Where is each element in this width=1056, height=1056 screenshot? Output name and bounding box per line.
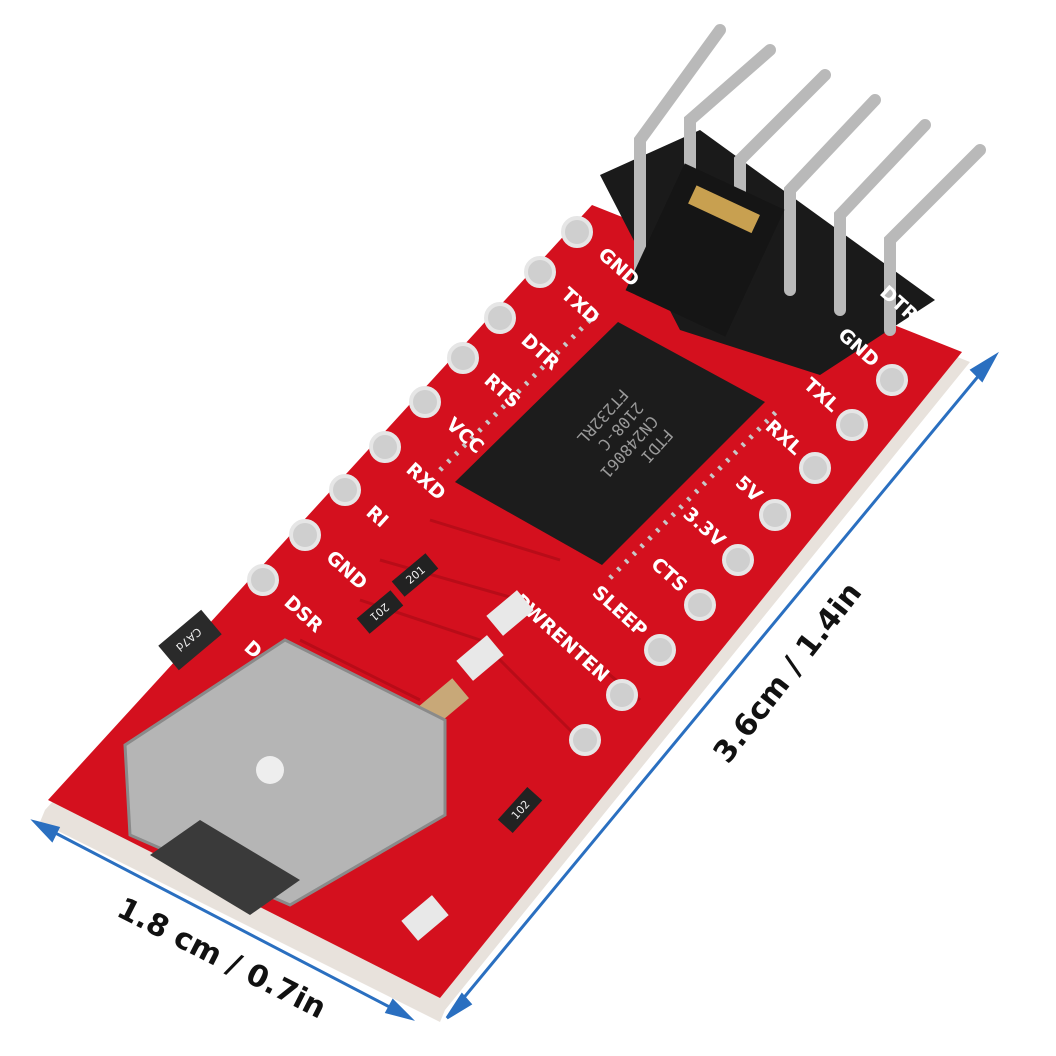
jumper-contact: [688, 185, 760, 234]
right-pin-holes: [569, 364, 908, 756]
resistor-201: 201: [391, 553, 439, 597]
diode: CA7d: [158, 609, 222, 671]
resistor-102: 102: [497, 786, 543, 834]
chip-leads: [438, 310, 780, 580]
led-3: [401, 895, 449, 941]
resistor-201-b: 201: [356, 590, 404, 634]
left-pin-holes: [247, 216, 593, 596]
led-1: [486, 590, 534, 636]
led-2: [456, 635, 504, 681]
dimension-arrows: [30, 351, 999, 1021]
jumper: [625, 163, 785, 337]
ftdi-chip: [455, 322, 765, 565]
usb-port-opening: [150, 820, 300, 915]
usb-rivet: [256, 756, 284, 784]
